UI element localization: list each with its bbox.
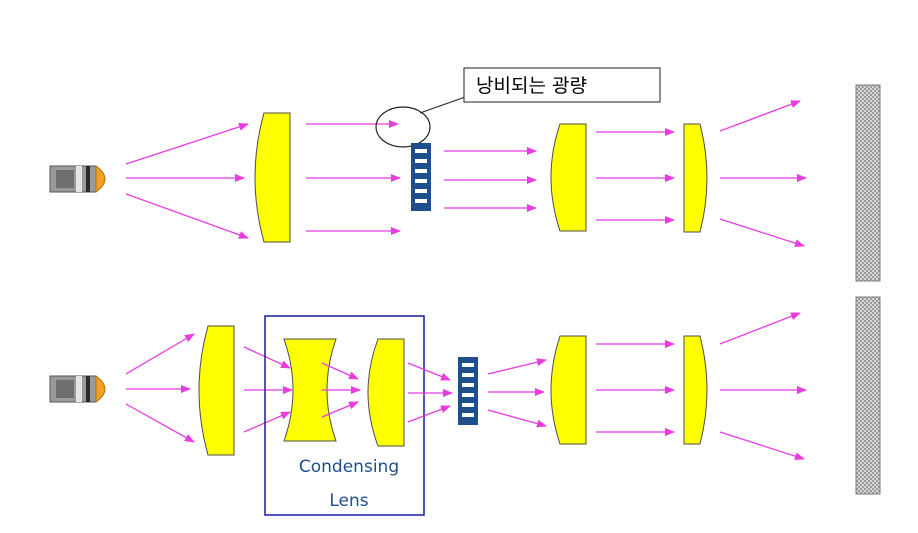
ray-group-condensing	[321, 362, 361, 418]
ray	[719, 218, 805, 248]
condensing-lens-label-line1: Condensing	[299, 457, 399, 477]
projection-screen	[855, 84, 881, 282]
ray-group-collimated	[306, 120, 401, 235]
ray-group-output	[719, 312, 807, 461]
lamp-icon	[49, 375, 106, 403]
projection-screen	[855, 296, 881, 495]
ray	[125, 123, 249, 165]
ray	[125, 403, 195, 443]
callout-connector	[419, 95, 469, 114]
projection-lens	[683, 123, 708, 233]
concave-lens	[283, 338, 337, 442]
field-lens	[550, 123, 587, 232]
projection-lens	[683, 335, 708, 445]
ray	[321, 401, 359, 418]
ray-group-source	[125, 333, 195, 443]
lamp-icon	[49, 165, 106, 193]
top-system: 낭비되는 광량	[49, 67, 881, 282]
ray-group-collimated	[243, 346, 293, 433]
ray	[125, 193, 249, 239]
ray	[407, 405, 451, 423]
ray-group-source	[125, 123, 249, 239]
ray	[719, 100, 801, 132]
condenser-convex-lens	[367, 338, 405, 447]
ray	[407, 362, 451, 381]
collimator-lens	[198, 325, 235, 456]
ray	[243, 411, 291, 433]
ray-group-output	[719, 100, 807, 248]
ray	[125, 333, 195, 375]
ray	[321, 362, 359, 380]
field-lens	[550, 335, 587, 445]
collimator-lens	[254, 112, 291, 243]
condensing-lens-label-line2: Lens	[329, 491, 368, 511]
ray-group-mid	[596, 128, 675, 224]
bottom-system: Condensing Lens	[49, 296, 881, 516]
ray	[487, 409, 547, 428]
ray	[719, 431, 805, 461]
ray-group-mid	[596, 340, 675, 436]
display-panel-icon	[411, 143, 431, 211]
callout-text: 낭비되는 광량	[476, 75, 587, 97]
ray	[243, 346, 291, 369]
ray	[487, 358, 547, 375]
ray-group-focus	[407, 362, 453, 423]
ray-group-panel	[487, 358, 547, 428]
wasted-light-circle	[375, 106, 431, 148]
display-panel-icon	[458, 357, 478, 425]
ray-group-panel	[444, 147, 537, 212]
ray	[719, 312, 801, 345]
callout-box	[463, 67, 661, 103]
